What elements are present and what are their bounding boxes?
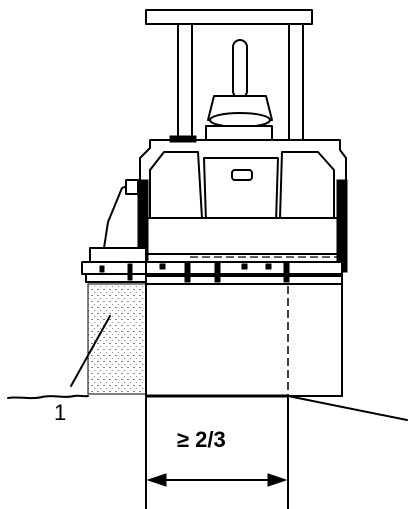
ground-line — [7, 394, 408, 421]
new-paved-lane — [145, 283, 343, 398]
dimension-overlap: ≥ 2/3 — [145, 397, 289, 509]
adjacent-paved-lane — [87, 283, 147, 395]
dimension-label: ≥ 2/3 — [177, 427, 226, 452]
callout-1-label: 1 — [54, 400, 66, 425]
operator-station — [205, 39, 273, 141]
rops-canopy — [145, 9, 313, 151]
screed-extension — [81, 247, 147, 283]
screed-beam — [145, 256, 343, 285]
callout-1: 1 — [54, 315, 111, 425]
machine-body — [103, 135, 348, 273]
